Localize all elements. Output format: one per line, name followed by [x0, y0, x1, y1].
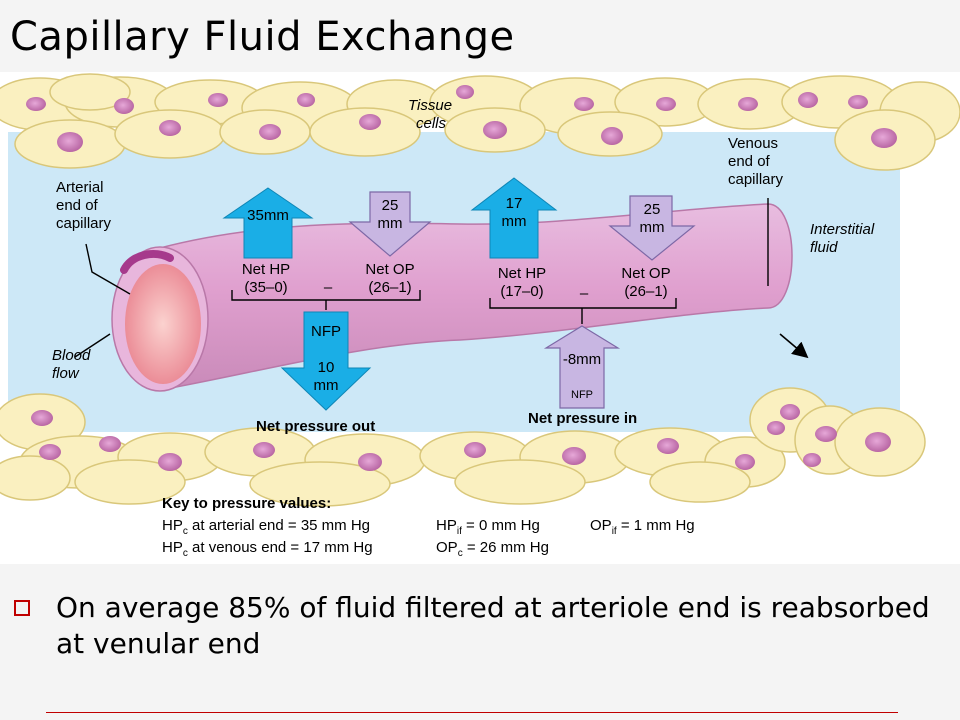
arterial-nfp-value-1: 10 — [318, 359, 335, 376]
pressure-brackets — [231, 290, 677, 324]
capillary-diagram: Tissue cells Interstitial fluid Blood fl… — [0, 72, 960, 564]
venous-net-op-1: Net OP — [621, 265, 670, 282]
blood-flow-label-1: Blood — [52, 347, 91, 364]
venous-nfp-label: NFP — [571, 389, 593, 401]
venous-net-hp-1: Net HP — [498, 265, 546, 282]
arterial-nfp-label: NFP — [311, 323, 341, 340]
arterial-op-value-2: mm — [378, 215, 403, 232]
blood-flow-arrow — [779, 333, 809, 359]
venous-minus: – — [580, 285, 589, 302]
venous-op-value-1: 25 — [644, 201, 661, 218]
bullet-item: On average 85% of fluid filtered at arte… — [14, 590, 934, 662]
arterial-op-value-1: 25 — [382, 197, 399, 214]
arterial-label-3: capillary — [56, 215, 112, 232]
arterial-net-hp-2: (35–0) — [244, 279, 287, 296]
interstitial-label-2: fluid — [810, 239, 838, 256]
arterial-op-arrow — [348, 191, 432, 257]
bottom-divider — [46, 712, 898, 713]
venous-label-1: Venous — [728, 135, 778, 152]
arterial-label-2: end of — [56, 197, 99, 214]
venous-hp-value-2: mm — [502, 213, 527, 230]
key-op-if: OPif = 1 mm Hg — [590, 517, 695, 537]
arterial-nfp-arrow — [280, 311, 372, 411]
net-pressure-in-label: Net pressure in — [528, 410, 637, 427]
tissue-label-2: cells — [416, 115, 447, 132]
key-heading: Key to pressure values: — [162, 495, 331, 512]
net-pressure-out-label: Net pressure out — [256, 418, 375, 435]
key-hpc-venous: HPc at venous end = 17 mm Hg — [162, 539, 373, 559]
venous-nfp-arrow — [543, 325, 621, 409]
tissue-label-1: Tissue — [408, 97, 452, 114]
venous-label-3: capillary — [728, 171, 784, 188]
venous-hp-value-1: 17 — [506, 195, 523, 212]
top-cell-nuclei — [26, 85, 897, 152]
bottom-cell-nuclei — [31, 404, 891, 471]
arterial-minus: – — [324, 279, 333, 296]
venous-label-2: end of — [728, 153, 771, 170]
venous-op-arrow — [608, 195, 696, 261]
key-hp-if: HPif = 0 mm Hg — [436, 517, 540, 537]
arterial-hp-value: 35mm — [247, 207, 289, 224]
key-op-c: OPc = 26 mm Hg — [436, 539, 549, 559]
key-hpc-arterial: HPc at arterial end = 35 mm Hg — [162, 517, 370, 537]
vessel-lumen — [125, 264, 201, 384]
venous-op-value-2: mm — [640, 219, 665, 236]
venous-nfp-value: -8mm — [563, 351, 601, 368]
blood-flow-label-2: flow — [52, 365, 80, 382]
bottom-tissue-cells — [0, 387, 926, 507]
arterial-net-op-1: Net OP — [365, 261, 414, 278]
arterial-net-hp-1: Net HP — [242, 261, 290, 278]
interstitial-label-1: Interstitial — [810, 221, 875, 238]
venous-net-hp-2: (17–0) — [500, 283, 543, 300]
endothelial-cell — [120, 250, 174, 274]
arterial-nfp-value-2: mm — [314, 377, 339, 394]
arterial-net-op-2: (26–1) — [368, 279, 411, 296]
arterial-hp-arrow — [222, 187, 314, 259]
pointer-lines — [74, 198, 769, 358]
pressure-key: Key to pressure values: HPc at arterial … — [162, 495, 695, 559]
diagram-svg: Tissue cells Interstitial fluid Blood fl… — [0, 73, 960, 559]
venous-net-op-2: (26–1) — [624, 283, 667, 300]
bullet-text: On average 85% of fluid filtered at arte… — [56, 591, 930, 660]
venous-hp-arrow — [470, 177, 558, 259]
arterial-label-1: Arterial — [56, 179, 104, 196]
square-bullet-icon — [14, 600, 30, 616]
slide-title: Capillary Fluid Exchange — [10, 14, 515, 60]
